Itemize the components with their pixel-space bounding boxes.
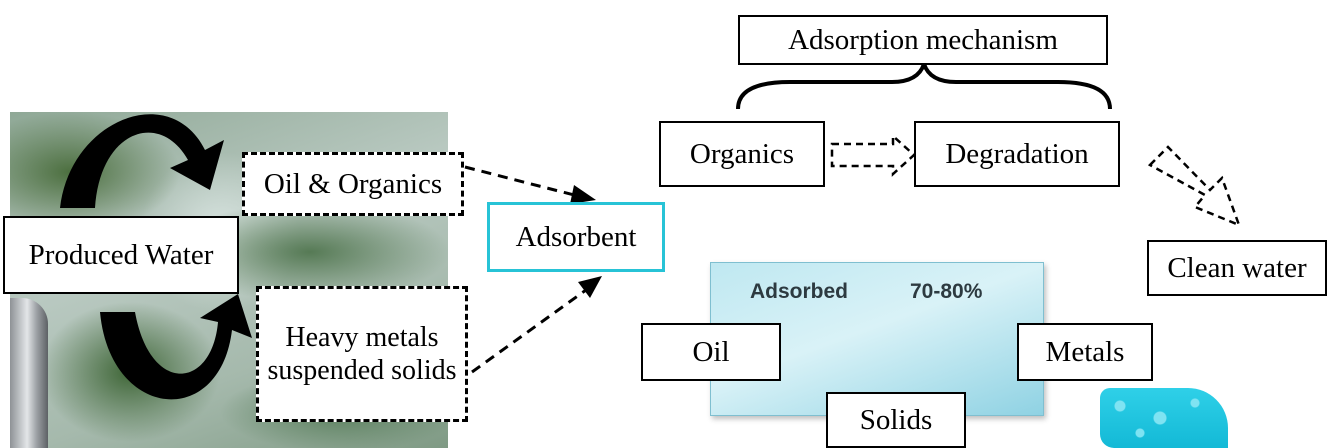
- adsorbent-label: Adsorbent: [515, 220, 637, 253]
- oil-label: Oil: [692, 335, 730, 368]
- block-arrow-organics-to-degradation: [830, 133, 916, 177]
- metals-box: Metals: [1017, 323, 1153, 381]
- curved-arrow-bottom-icon: [100, 294, 252, 400]
- produced-water-box: Produced Water: [3, 216, 239, 294]
- oil-box: Oil: [641, 323, 781, 381]
- adsorbed-percent: 70-80%: [910, 280, 983, 303]
- oil-organics-box: Oil & Organics: [242, 152, 464, 216]
- adsorption-mechanism-label: Adsorption mechanism: [788, 23, 1058, 56]
- degradation-box: Degradation: [914, 121, 1120, 187]
- curved-arrow-top-icon: [60, 114, 224, 208]
- organics-box: Organics: [659, 121, 825, 187]
- produced-water-label: Produced Water: [28, 238, 214, 271]
- arrow-head-oil: [570, 185, 596, 204]
- metals-label: Metals: [1045, 335, 1125, 368]
- dashed-arrow-metals-to-adsorbent: [471, 288, 587, 374]
- arrow-head-metals: [578, 276, 602, 298]
- curly-bracket: [736, 57, 1112, 110]
- solids-box: Solids: [826, 392, 966, 448]
- heavy-metals-box: Heavy metals suspended solids: [256, 286, 468, 422]
- heavy-metals-label: Heavy metals suspended solids: [267, 321, 457, 386]
- block-arrow-to-clean-water: [1147, 145, 1242, 228]
- oil-organics-label: Oil & Organics: [263, 167, 443, 200]
- solids-label: Solids: [859, 403, 933, 436]
- sponge-image: [1100, 388, 1228, 448]
- organics-label: Organics: [689, 137, 795, 170]
- dashed-arrow-oil-to-adsorbent: [464, 165, 579, 198]
- clean-water-label: Clean water: [1167, 251, 1307, 284]
- clean-water-box: Clean water: [1147, 240, 1327, 296]
- adsorbent-box: Adsorbent: [487, 202, 665, 272]
- pipe-image: [10, 298, 48, 448]
- adsorption-mechanism-box: Adsorption mechanism: [738, 15, 1108, 65]
- degradation-label: Degradation: [945, 137, 1089, 170]
- adsorbed-label: Adsorbed: [750, 280, 849, 303]
